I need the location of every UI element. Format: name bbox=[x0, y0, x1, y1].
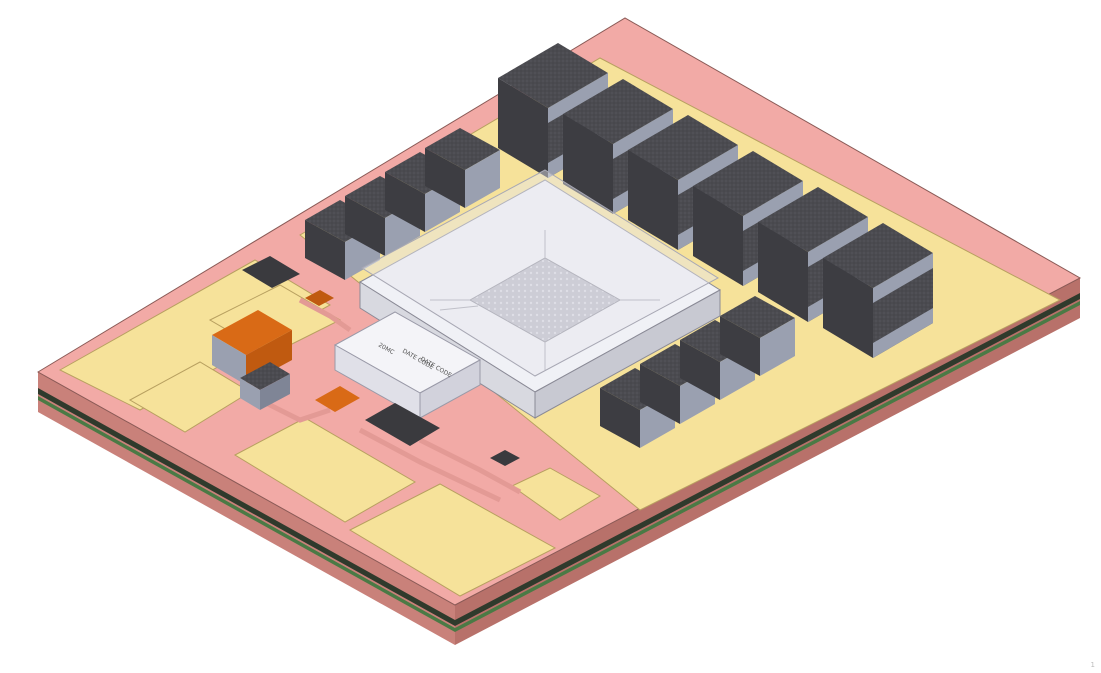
left-components bbox=[212, 256, 520, 466]
wire-bonds bbox=[430, 230, 660, 370]
board-edge bbox=[38, 278, 1080, 645]
inductor bbox=[823, 223, 933, 358]
corner-mark: 1 bbox=[1090, 661, 1095, 669]
capacitor-array-lower bbox=[600, 296, 795, 448]
marked-module: 20MC DATE CODE DATE CODE bbox=[333, 311, 482, 419]
capacitor-array-upper bbox=[305, 128, 500, 280]
inductor-row bbox=[498, 43, 933, 358]
lid bbox=[361, 169, 719, 377]
